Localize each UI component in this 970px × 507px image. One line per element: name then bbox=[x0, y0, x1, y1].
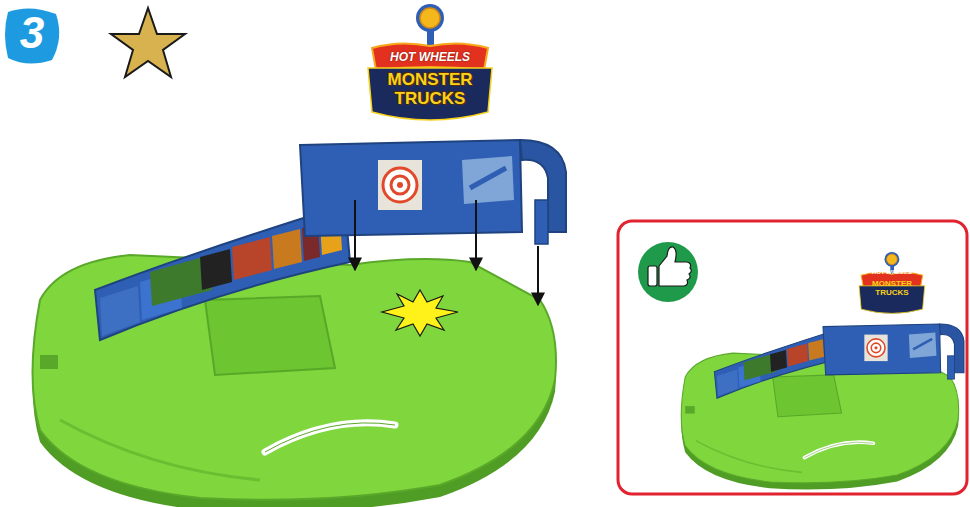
direction-arrow bbox=[537, 246, 539, 305]
direction-arrow bbox=[354, 200, 356, 270]
brand-logo-text: MONSTER TRUCKS bbox=[861, 279, 923, 297]
direction-arrow bbox=[475, 200, 477, 270]
brand-logo-text: HOT WHEELS bbox=[861, 269, 923, 276]
star-icon bbox=[111, 8, 185, 77]
brand-logo-text: HOT WHEELS bbox=[376, 50, 484, 64]
thumbs-up-hand bbox=[648, 247, 691, 286]
click-burst bbox=[382, 290, 458, 336]
backboard-piece bbox=[300, 4, 566, 244]
assembled-set bbox=[681, 252, 964, 490]
step-badge bbox=[5, 8, 59, 63]
step-number: 3 bbox=[4, 8, 60, 58]
result-frame bbox=[618, 221, 967, 494]
thumbs-up-icon bbox=[638, 242, 698, 302]
brand-logo-text: MONSTER TRUCKS bbox=[372, 70, 488, 108]
